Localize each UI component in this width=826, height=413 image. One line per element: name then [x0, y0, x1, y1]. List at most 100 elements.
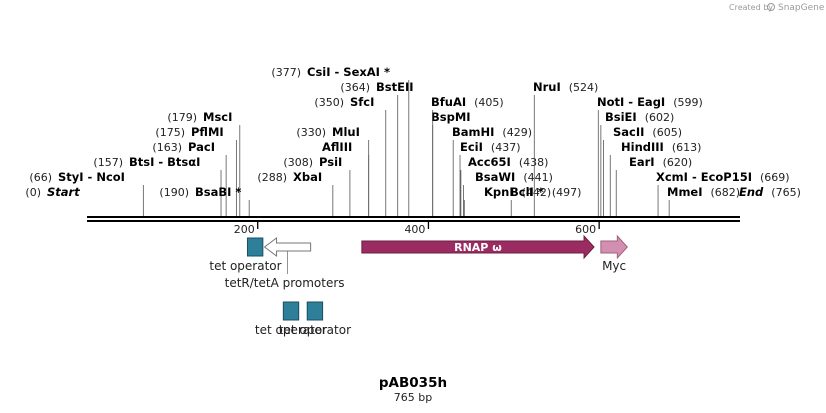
site-enzyme[interactable]: CsiI - SexAI *(377) [271, 65, 410, 216]
site-position: (613) [672, 141, 702, 154]
site-name: MscI [203, 110, 232, 124]
site-position: (441) [523, 171, 553, 184]
site-enzyme[interactable]: BamHI(429) [452, 125, 532, 216]
site-position: (288) [257, 171, 287, 184]
site-name: PflMI [191, 125, 224, 139]
site-name: XcmI - EcoP15I [656, 170, 752, 184]
site-name: BsiEI [605, 110, 637, 124]
site-name: AflIII [322, 140, 352, 154]
tick-label: 200 [234, 223, 255, 236]
site-position: (605) [652, 126, 682, 139]
sequence-backbone [87, 216, 740, 222]
site-enzyme[interactable]: StyI - NcoI (66) [29, 170, 144, 216]
site-position: (190) [159, 186, 189, 199]
site-enzyme[interactable]: BstEII (364) [340, 80, 414, 216]
site-position: (330) [296, 126, 326, 139]
site-enzyme[interactable]: EciI(437) [459, 140, 521, 216]
site-name: PsiI [319, 155, 342, 169]
tick-label: 400 [404, 223, 425, 236]
site-position: (602) [645, 111, 675, 124]
site-position: (442) [522, 186, 552, 199]
site-name: Start [47, 185, 80, 199]
credit-brand: SnapGene [778, 3, 825, 13]
site-start[interactable]: Start(0) [25, 185, 80, 199]
site-enzyme[interactable]: MluI (330) [296, 125, 370, 216]
site-end[interactable]: End (765) [739, 185, 801, 199]
feature-label: tet operator [209, 259, 281, 273]
site-name: MluI [332, 125, 360, 139]
feature-tet-operator[interactable]: tet operator [255, 301, 327, 337]
site-enzyme[interactable]: HindIII(613) [609, 140, 702, 216]
site-enzyme[interactable]: MscI (179) [167, 110, 241, 216]
site-enzyme[interactable]: PflMI(175) [155, 125, 237, 216]
map-title: pAB035h [379, 375, 447, 391]
site-name: NruI [533, 80, 561, 94]
site-name: CsiI - SexAI * [307, 65, 390, 79]
site-position: (308) [283, 156, 313, 169]
feature-myc[interactable]: Myc [600, 234, 629, 273]
site-position: (438) [519, 156, 549, 169]
site-enzyme[interactable]: MmeI(682) [667, 185, 740, 216]
site-name: BsaBI * [195, 185, 241, 199]
site-name: MmeI [667, 185, 703, 199]
credit-created-by: Created by [729, 3, 773, 12]
site-enzyme[interactable]: SfcI (350) [314, 95, 387, 216]
site-enzyme[interactable]: NotI - EagI(599) [597, 95, 703, 216]
feature-tet-operator[interactable]: tet operator [279, 301, 351, 337]
site-name: End [739, 185, 764, 199]
site-enzyme[interactable]: NruI(524) [533, 80, 598, 216]
site-enzyme[interactable]: AflIII [322, 140, 370, 216]
restriction-sites: Start(0)StyI - NcoI (66) BtsI - BtsαI(157)… [25, 65, 801, 216]
site-name: BtsI - BtsαI [129, 155, 200, 169]
feature-label: tetR/tetA promoters [225, 276, 345, 290]
site-name: BclI * [510, 185, 544, 199]
site-position: (497) [552, 186, 582, 199]
credit: Created by SnapGene [729, 3, 825, 13]
site-name: BamHI [452, 125, 494, 139]
site-name: StyI - NcoI [58, 170, 125, 184]
site-enzyme[interactable]: BtsI - BtsαI(157) [93, 155, 222, 216]
site-enzyme[interactable]: Acc65I(438) [460, 155, 549, 216]
site-enzyme[interactable]: BfuAI(405) [431, 95, 504, 216]
site-name: PacI [188, 140, 215, 154]
site-enzyme[interactable]: PacI (163) [152, 140, 227, 216]
site-enzyme[interactable]: BsiEI (602) [600, 110, 675, 216]
site-position: (599) [673, 96, 703, 109]
feature-arrow [600, 234, 629, 260]
site-enzyme[interactable]: BclI * (497) [510, 185, 581, 216]
site-enzyme[interactable]: BsaBI * (190) [159, 185, 250, 216]
tick-label: 600 [575, 223, 596, 236]
site-enzyme[interactable]: XbaI(288) [257, 170, 334, 216]
feature-box [282, 301, 300, 321]
feature-label: tet operator [279, 323, 351, 337]
feature-box [306, 301, 324, 321]
site-name: BstEII [376, 80, 414, 94]
site-position: (179) [167, 111, 197, 124]
feature-arrow [361, 234, 595, 260]
site-name: BfuAI [431, 95, 466, 109]
ruler-ticks: 200 400 600 [234, 222, 600, 236]
site-enzyme[interactable]: EarI(620) [615, 155, 693, 216]
site-position: (163) [152, 141, 182, 154]
feature-rnap-[interactable]: RNAP ω [361, 234, 595, 260]
site-enzyme[interactable]: XcmI - EcoP15I (669) [656, 170, 790, 216]
site-enzyme[interactable]: SacII (605) [603, 125, 682, 216]
site-position: (620) [663, 156, 693, 169]
site-name: SacII [613, 125, 644, 139]
site-position: (66) [29, 171, 52, 184]
feature-tet-operator[interactable]: tet operator [209, 237, 282, 273]
site-position: (364) [340, 81, 370, 94]
site-enzyme[interactable]: KpnI (442) [463, 185, 552, 216]
site-name: KpnI [484, 185, 514, 199]
site-position: (765) [771, 186, 801, 199]
site-position: (350) [314, 96, 344, 109]
feature-box [246, 237, 264, 257]
map-subtitle: 765 bp [394, 391, 432, 404]
site-enzyme[interactable]: BsaWI(441) [463, 170, 553, 216]
site-name: SfcI [350, 95, 374, 109]
site-position: (669) [760, 171, 790, 184]
site-name: EciI [460, 140, 483, 154]
feature-tetr-teta-promoters[interactable]: tetR/tetA promoters [225, 237, 345, 290]
site-enzyme[interactable]: PsiI (308) [283, 155, 351, 216]
